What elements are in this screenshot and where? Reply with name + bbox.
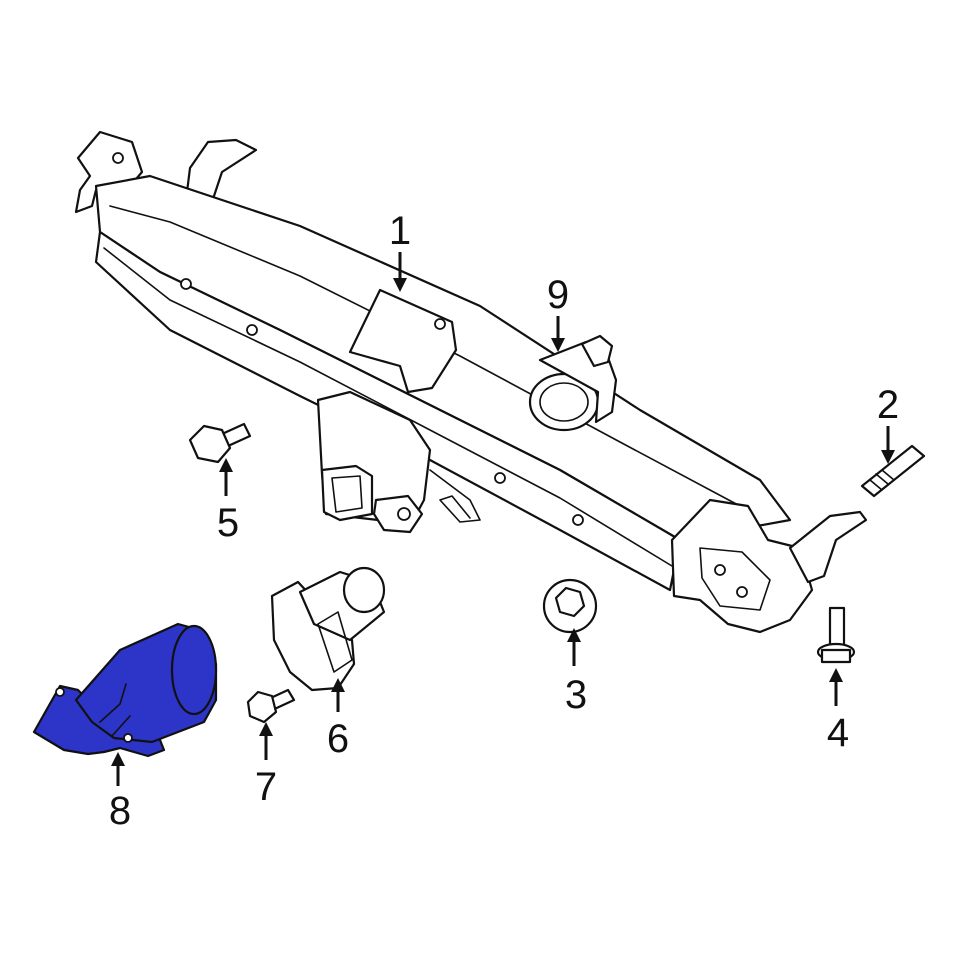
connector-lid (317, 611, 353, 673)
module-mount-hole (123, 733, 133, 743)
arrowhead-3 (567, 628, 581, 642)
beam-hole (246, 324, 258, 336)
screw-head (246, 690, 278, 724)
arrowhead-5 (219, 458, 233, 472)
chain-hole (397, 507, 411, 521)
beam-hole (494, 472, 506, 484)
callout-6[interactable]: 6 (327, 717, 349, 761)
bolt-head (820, 648, 852, 664)
callout-5[interactable]: 5 (217, 501, 239, 545)
callout-9[interactable]: 9 (547, 273, 569, 317)
module-mount-hole (55, 687, 65, 697)
callout-arrows (111, 252, 895, 786)
part-3-flange-nut[interactable] (542, 578, 598, 634)
part-1-hitch-crossmember[interactable] (74, 130, 868, 634)
nut-hex (554, 586, 586, 618)
receiver-tube (320, 464, 374, 522)
bolt-shank (828, 606, 846, 650)
arrowhead-2 (881, 450, 895, 464)
arrowhead-6 (331, 678, 345, 692)
receiver-opening (331, 475, 363, 513)
part-2-pin[interactable] (860, 444, 926, 498)
part-5-hex-bolt[interactable] (188, 422, 252, 464)
beam-hole (572, 514, 584, 526)
callout-4[interactable]: 4 (827, 711, 849, 755)
beam-hole (180, 278, 192, 290)
arrowhead-1 (393, 278, 407, 292)
bracket-hole (112, 152, 124, 164)
right-mounting-bracket (670, 498, 814, 634)
right-bracket-hole (714, 564, 726, 576)
pin-body (860, 444, 926, 498)
center-gusset-bracket (348, 288, 458, 394)
pin-threads (869, 469, 895, 491)
connector-socket (342, 566, 386, 614)
part-7-screw[interactable] (246, 688, 296, 724)
part-6-trailer-connector[interactable] (270, 566, 386, 692)
beam-rib-lower (103, 247, 673, 567)
callout-7[interactable]: 7 (255, 765, 277, 809)
arrowhead-9 (551, 338, 565, 352)
callout-labels: 1 2 3 4 5 6 7 8 9 (109, 209, 899, 833)
gusset-hole (434, 318, 446, 330)
callout-3[interactable]: 3 (565, 673, 587, 717)
right-bracket-detail (699, 547, 771, 611)
bolt-hex-head (188, 424, 232, 464)
callout-8[interactable]: 8 (109, 789, 131, 833)
boot-clip (580, 334, 614, 368)
module-seam (99, 683, 131, 737)
callout-1[interactable]: 1 (389, 209, 411, 253)
arrowhead-7 (259, 722, 273, 736)
right-bracket-hole (736, 586, 748, 598)
part-9-connector-boot[interactable] (528, 334, 618, 432)
part-8-highlighted-module[interactable] (32, 622, 218, 758)
arrowhead-4 (829, 668, 843, 682)
module-end-cap (170, 624, 218, 716)
callout-2[interactable]: 2 (877, 383, 899, 427)
right-side-flange (788, 510, 868, 584)
boot-inner-ring (539, 382, 589, 422)
arrowhead-8 (111, 752, 125, 766)
part-4-flange-bolt[interactable] (816, 606, 856, 664)
wire-hook (429, 469, 481, 523)
